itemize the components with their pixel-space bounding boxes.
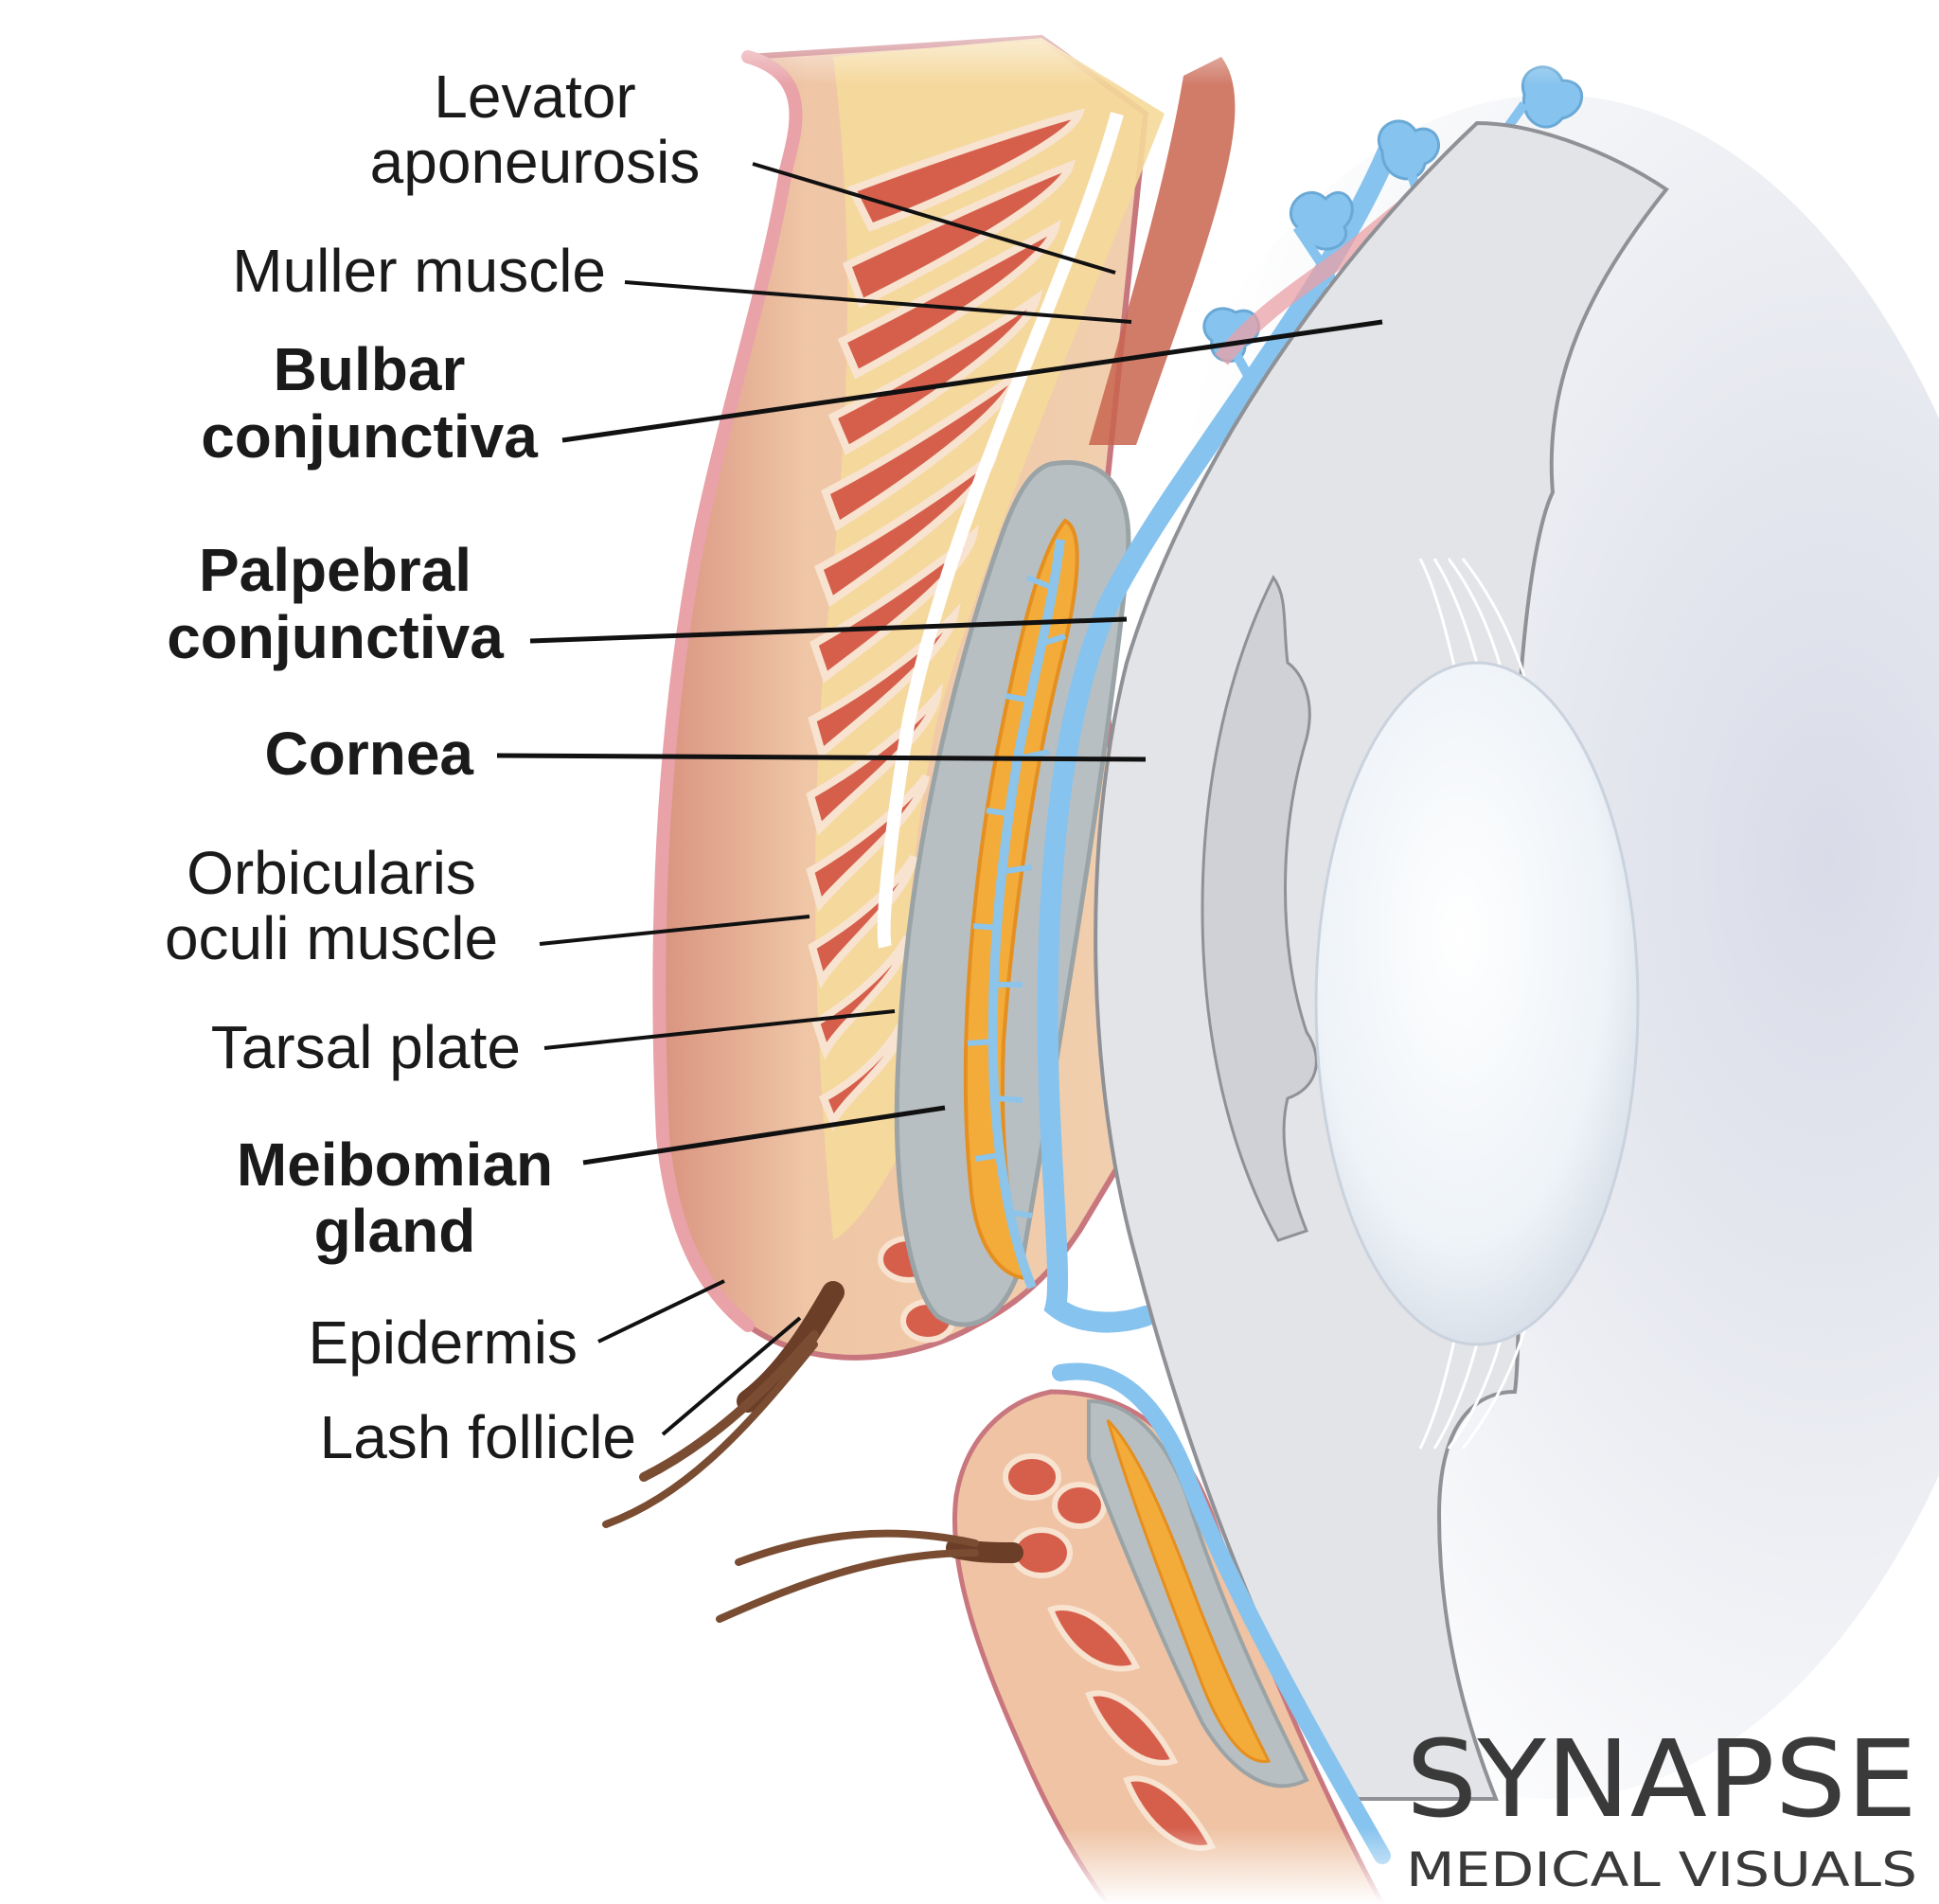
leader-palpebral <box>529 616 1128 644</box>
leader-meibomian <box>582 1105 946 1166</box>
lower-lash-follicle <box>946 1538 1023 1563</box>
leader-orbicularis <box>539 915 810 946</box>
label-levator-line2: aponeurosis <box>370 128 701 196</box>
leader-tarsal <box>543 1009 896 1050</box>
brand-tagline: MEDICAL VISUALS <box>1406 1842 1917 1897</box>
epidermis-edge <box>652 50 803 1332</box>
lower-meibomian-gland <box>1106 1418 1272 1763</box>
label-palpebral-line2: conjunctiva <box>167 603 504 671</box>
label-orbicularis-line2: oculi muscle <box>165 904 498 972</box>
iris <box>1201 575 1318 1242</box>
label-meibomian-line1: Meibomian <box>237 1130 553 1199</box>
label-cornea: Cornea <box>265 720 474 788</box>
eyelashes <box>602 1281 1023 1623</box>
labels: Levator aponeurosis Muller muscle Bulbar… <box>165 62 700 1471</box>
leader-muller <box>624 280 1132 324</box>
leader-levator <box>752 162 1116 275</box>
leader-bulbar <box>561 319 1383 443</box>
lens <box>1314 661 1640 1346</box>
label-epidermis: Epidermis <box>308 1308 578 1377</box>
eyeball <box>1094 120 1669 1801</box>
brand-name: SYNAPSE <box>1406 1718 1917 1842</box>
leader-lines <box>496 162 1383 1436</box>
muller-muscle <box>1089 57 1236 445</box>
lower-palpebral-conjunctiva <box>1052 1362 1391 1864</box>
label-tarsal: Tarsal plate <box>211 1013 521 1081</box>
label-lash: Lash follicle <box>320 1403 636 1471</box>
label-bulbar-line1: Bulbar <box>274 335 466 403</box>
palpebral-conjunctiva <box>1037 132 1402 1333</box>
upper-lash-2 <box>602 1341 818 1528</box>
label-meibomian-line2: gland <box>314 1197 476 1265</box>
upper-lash-1 <box>639 1330 819 1482</box>
leader-cornea <box>496 753 1147 762</box>
label-levator-line1: Levator <box>434 62 635 131</box>
lower-lash-2 <box>716 1549 979 1623</box>
lower-eyelid <box>952 1362 1391 1904</box>
top-fade <box>0 0 1939 85</box>
meibomian-duct <box>987 539 1065 1290</box>
label-orbicularis-line1: Orbicularis <box>187 839 476 907</box>
meibomian-acini <box>967 575 1066 1219</box>
leader-epidermis <box>597 1279 725 1343</box>
brand-logo: SYNAPSE MEDICAL VISUALS <box>1406 1718 1917 1897</box>
label-muller: Muller muscle <box>232 237 606 305</box>
label-bulbar-line2: conjunctiva <box>201 402 538 471</box>
leader-lash <box>661 1316 802 1436</box>
bottom-fade <box>0 1827 1939 1904</box>
upper-eyelid <box>652 34 1584 1361</box>
lower-lash-1 <box>735 1529 979 1566</box>
label-palpebral-line1: Palpebral <box>199 536 471 604</box>
levator-aponeurosis-strand <box>877 112 1124 949</box>
